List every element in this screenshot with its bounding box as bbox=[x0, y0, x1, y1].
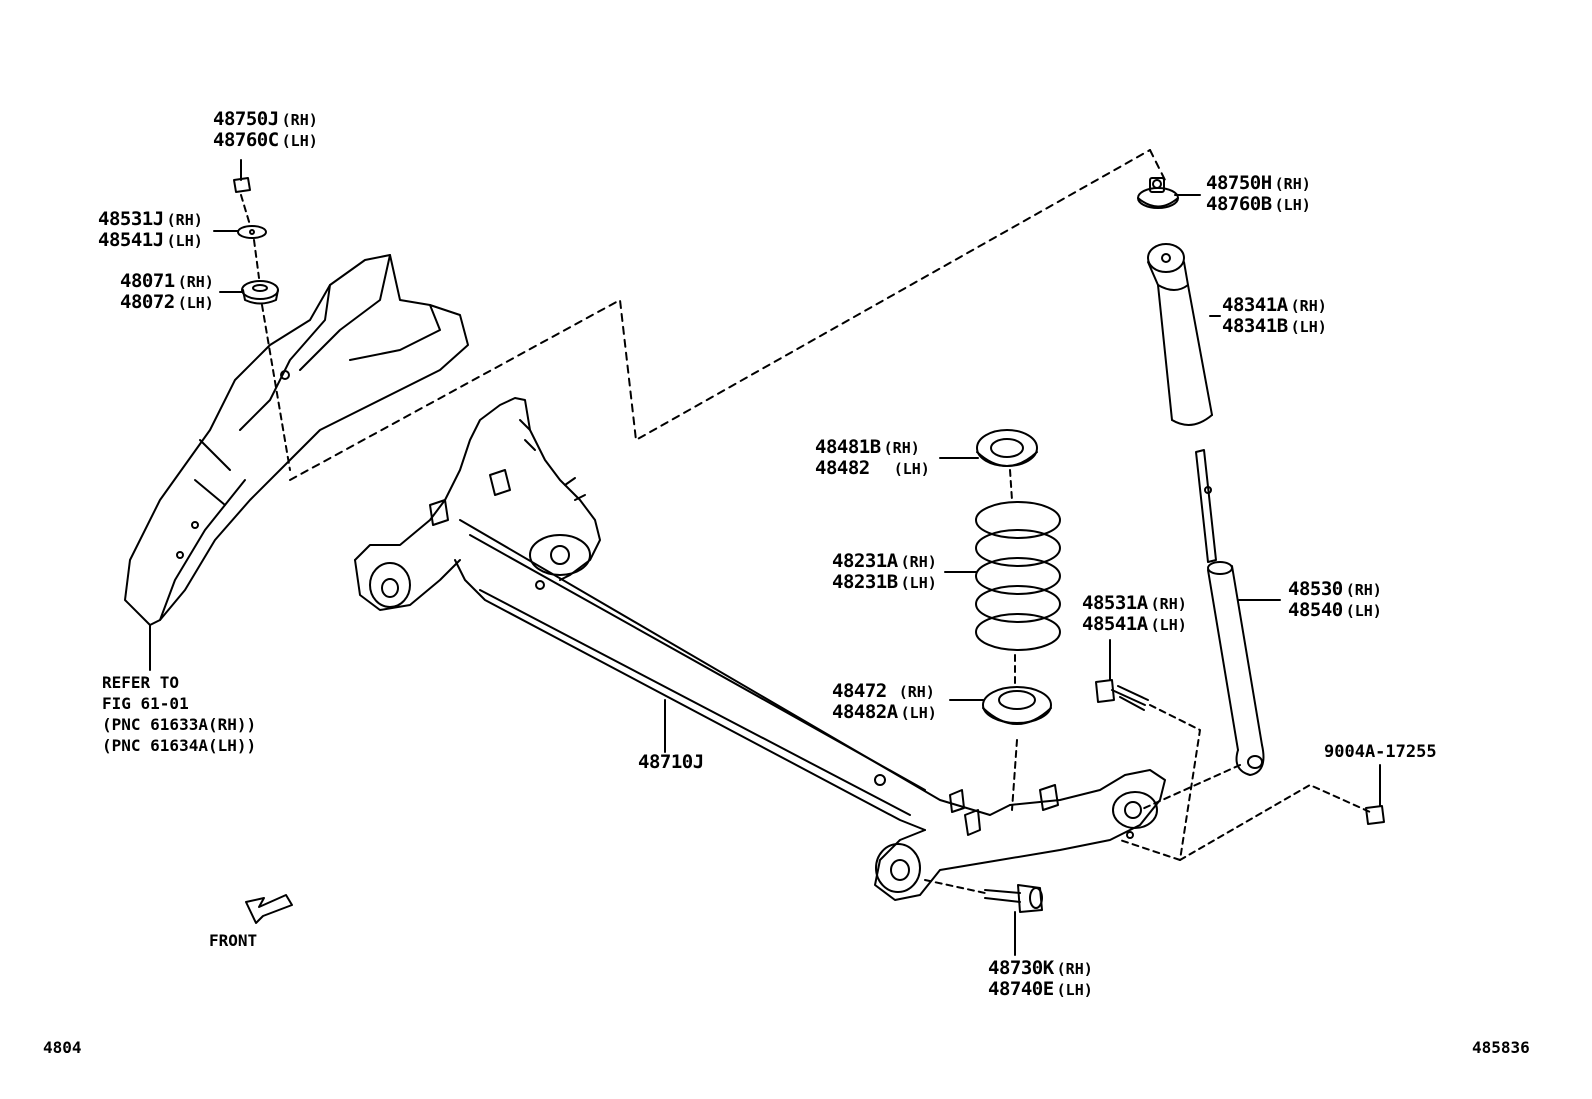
label-48482: 48482 (LH) bbox=[815, 459, 930, 478]
axle-beam-48710J bbox=[354, 397, 1166, 901]
refer-line-1: REFER TO bbox=[102, 673, 180, 692]
label-48072: 48072(LH) bbox=[120, 293, 214, 312]
part-number: 48760B bbox=[1206, 193, 1272, 215]
side-suffix: (RH) bbox=[177, 273, 214, 291]
refer-line-4: (PNC 61634A(LH)) bbox=[102, 736, 257, 755]
label-48730K: 48730K(RH) bbox=[988, 959, 1093, 978]
bushing-48071 bbox=[241, 280, 279, 305]
side-suffix: (RH) bbox=[900, 553, 937, 571]
label-48531A: 48531A(RH) bbox=[1082, 594, 1187, 613]
side-suffix: (RH) bbox=[898, 683, 935, 701]
label-48481B: 48481B(RH) bbox=[815, 438, 920, 457]
bolt-48730K bbox=[984, 884, 1043, 913]
front-arrow-icon bbox=[245, 894, 293, 924]
side-suffix: (RH) bbox=[1290, 297, 1327, 315]
part-number: 48231A bbox=[832, 550, 898, 572]
part-number: 48472 bbox=[832, 680, 887, 702]
label-48071: 48071(RH) bbox=[120, 272, 214, 291]
part-number: 48482A bbox=[832, 701, 898, 723]
side-suffix: (RH) bbox=[281, 111, 318, 129]
side-suffix: (LH) bbox=[177, 294, 214, 312]
leader-dashed-left-stack bbox=[240, 194, 291, 471]
spring-seat-48481B bbox=[976, 429, 1038, 467]
spring-seat-48472 bbox=[982, 686, 1052, 725]
side-suffix: (RH) bbox=[1274, 175, 1311, 193]
dashed-boundary bbox=[289, 149, 1151, 481]
label-48530: 48530(RH) bbox=[1288, 580, 1382, 599]
part-number: 48531J bbox=[98, 208, 164, 230]
refer-line-3: (PNC 61633A(RH)) bbox=[102, 715, 257, 734]
label-48760B: 48760B(LH) bbox=[1206, 195, 1311, 214]
label-48710J: 48710J bbox=[638, 753, 704, 772]
label-9004A: 9004A-17255 bbox=[1324, 742, 1437, 762]
side-suffix: (LH) bbox=[893, 460, 930, 478]
part-number: 48710J bbox=[638, 751, 704, 773]
part-number: 48072 bbox=[120, 291, 175, 313]
corner-code-left: 4804 bbox=[43, 1038, 82, 1057]
label-48531J: 48531J(RH) bbox=[98, 210, 203, 229]
side-suffix: (LH) bbox=[1274, 196, 1311, 214]
label-48740E: 48740E(LH) bbox=[988, 980, 1093, 999]
side-suffix: (RH) bbox=[1150, 595, 1187, 613]
part-number: 48531A bbox=[1082, 592, 1148, 614]
part-number: 48482 bbox=[815, 457, 870, 479]
side-suffix: (RH) bbox=[1056, 960, 1093, 978]
side-suffix: (LH) bbox=[166, 232, 203, 250]
side-suffix: (LH) bbox=[900, 574, 937, 592]
part-number: 48540 bbox=[1288, 599, 1343, 621]
dashed-leaders bbox=[924, 469, 1371, 894]
label-48760C: 48760C(LH) bbox=[213, 131, 318, 150]
label-48231A: 48231A(RH) bbox=[832, 552, 937, 571]
label-48541A: 48541A(LH) bbox=[1082, 615, 1187, 634]
part-number: 48530 bbox=[1288, 578, 1343, 600]
front-label: FRONT bbox=[209, 931, 258, 950]
side-suffix: (LH) bbox=[1056, 981, 1093, 999]
nut-9004A bbox=[1365, 805, 1385, 825]
side-suffix: (LH) bbox=[281, 132, 318, 150]
side-suffix: (RH) bbox=[166, 211, 203, 229]
part-number: 48541J bbox=[98, 229, 164, 251]
boot-48341A bbox=[1147, 243, 1213, 426]
part-number: 48541A bbox=[1082, 613, 1148, 635]
part-number: 48730K bbox=[988, 957, 1054, 979]
label-48341A: 48341A(RH) bbox=[1222, 296, 1327, 315]
refer-line-2: FIG 61-01 bbox=[102, 694, 189, 713]
label-48472: 48472 (RH) bbox=[832, 682, 935, 701]
shock-absorber-48530 bbox=[1195, 449, 1265, 776]
corner-code-right: 485836 bbox=[1472, 1038, 1530, 1057]
nut-48750J bbox=[233, 177, 251, 193]
bolt-48531A bbox=[1095, 679, 1149, 711]
leader-lines bbox=[149, 159, 1381, 956]
part-number: 48740E bbox=[988, 978, 1054, 1000]
label-48231B: 48231B(LH) bbox=[832, 573, 937, 592]
shock-mount-48750H bbox=[1137, 177, 1179, 209]
part-number: 48481B bbox=[815, 436, 881, 458]
part-number: 48341A bbox=[1222, 294, 1288, 316]
washer-48531J bbox=[237, 225, 267, 239]
label-48541J: 48541J(LH) bbox=[98, 231, 203, 250]
dashed-boundary-lower bbox=[1149, 149, 1166, 181]
part-number: 48750H bbox=[1206, 172, 1272, 194]
body-panel bbox=[124, 254, 469, 626]
part-number: 48760C bbox=[213, 129, 279, 151]
side-suffix: (RH) bbox=[1345, 581, 1382, 599]
coil-spring-48231A bbox=[975, 501, 1061, 651]
side-suffix: (RH) bbox=[883, 439, 920, 457]
label-48482A: 48482A(LH) bbox=[832, 703, 937, 722]
label-48540: 48540(LH) bbox=[1288, 601, 1382, 620]
label-48750H: 48750H(RH) bbox=[1206, 174, 1311, 193]
side-suffix: (LH) bbox=[1150, 616, 1187, 634]
part-number: 48750J bbox=[213, 108, 279, 130]
side-suffix: (LH) bbox=[1290, 318, 1327, 336]
label-48750J: 48750J(RH) bbox=[213, 110, 318, 129]
side-suffix: (LH) bbox=[1345, 602, 1382, 620]
part-number: 48071 bbox=[120, 270, 175, 292]
part-number: 48231B bbox=[832, 571, 898, 593]
part-number: 48341B bbox=[1222, 315, 1288, 337]
side-suffix: (LH) bbox=[900, 704, 937, 722]
label-48341B: 48341B(LH) bbox=[1222, 317, 1327, 336]
